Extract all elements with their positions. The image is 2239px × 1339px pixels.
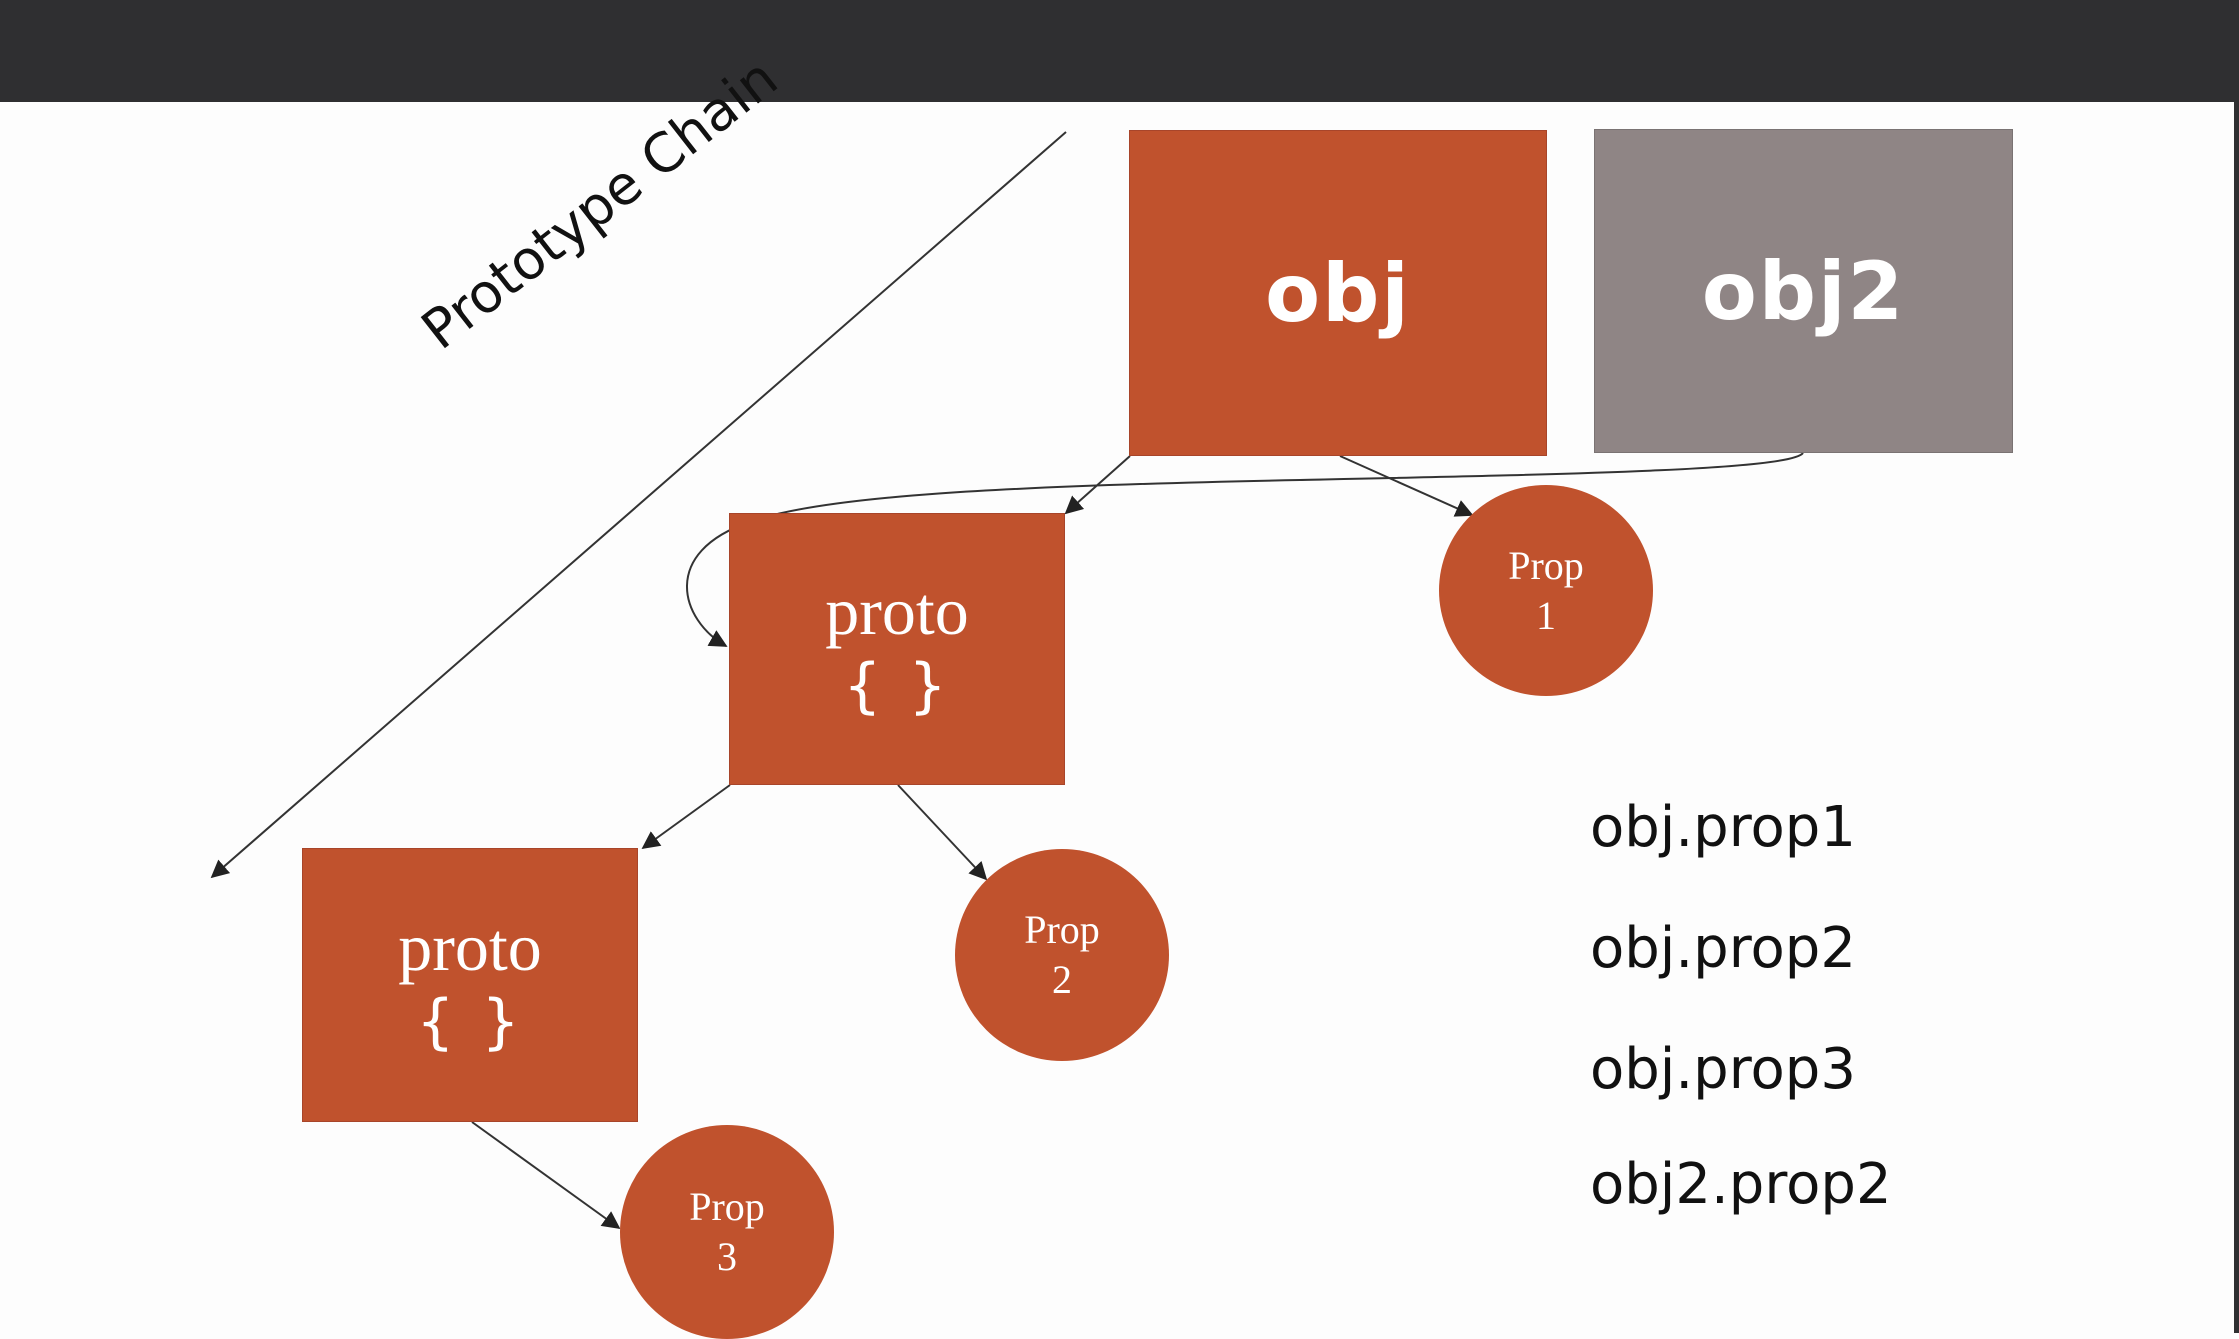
proto-box-level2-braces: { } [416, 986, 524, 1057]
proto-box-level1: proto { } [729, 513, 1065, 785]
edge-obj-to-prop1 [1339, 455, 1474, 517]
top-bar [0, 0, 2239, 102]
right-edge-strip [2234, 102, 2239, 1333]
prop1-number: 1 [1536, 592, 1556, 638]
proto-box-level2-label: proto [398, 909, 542, 986]
prop3-label: Prop [689, 1184, 765, 1229]
prop2-number: 2 [1052, 957, 1072, 1002]
prop2-label: Prop [1024, 907, 1100, 952]
proto-box-level2: proto { } [302, 848, 638, 1122]
obj-box: obj [1129, 130, 1547, 456]
edge-proto1-to-prop2 [897, 784, 988, 881]
prototype-chain-arrow [210, 131, 1067, 879]
obj2-box-label: obj2 [1701, 244, 1906, 338]
obj2-box: obj2 [1594, 129, 2013, 453]
proto-box-level1-braces: { } [843, 650, 951, 721]
lookup-obj-prop3: obj.prop3 [1590, 1037, 1856, 1102]
lookup-obj-prop1: obj.prop1 [1590, 795, 1856, 860]
lookup-obj2-prop2: obj2.prop2 [1590, 1152, 1892, 1217]
proto-box-level1-label: proto [825, 573, 969, 650]
prop3-circle: Prop 3 [620, 1125, 834, 1339]
prop2-circle: Prop 2 [955, 849, 1169, 1061]
prop1-circle: Prop 1 [1439, 485, 1653, 696]
obj-box-label: obj [1265, 246, 1411, 340]
edge-proto2-to-prop3 [471, 1121, 621, 1230]
lookup-obj-prop2: obj.prop2 [1590, 916, 1856, 981]
prop1-label: Prop [1508, 542, 1584, 588]
prop3-number: 3 [717, 1234, 737, 1279]
edge-proto1-to-proto2 [641, 784, 731, 850]
edge-obj2-to-proto1 [686, 452, 1804, 647]
